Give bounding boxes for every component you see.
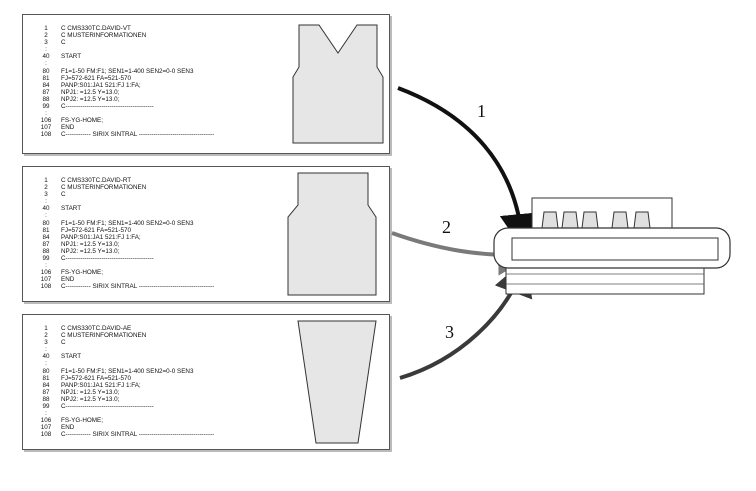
code-line: :	[45, 60, 47, 68]
knit-shape-back	[287, 172, 377, 296]
arrow-1	[397, 86, 540, 250]
code-line: :	[45, 110, 47, 118]
code-line: :	[45, 410, 47, 418]
knit-shape-v-neck-front	[292, 24, 384, 144]
needle-bed	[511, 237, 719, 261]
code-line: :	[45, 262, 47, 270]
knit-shape-sleeve	[297, 320, 377, 444]
code-line: :	[45, 360, 47, 368]
arrow-label-3: 3	[445, 322, 454, 342]
yarn-carriers	[541, 211, 651, 229]
code-line: :	[45, 46, 47, 54]
code-line: :	[45, 346, 47, 354]
arrow-label-1: 1	[477, 101, 486, 121]
code-line: :	[45, 212, 47, 220]
knitting-machine	[493, 197, 731, 295]
code-line: :	[45, 198, 47, 206]
arrow-label-2: 2	[442, 217, 451, 237]
